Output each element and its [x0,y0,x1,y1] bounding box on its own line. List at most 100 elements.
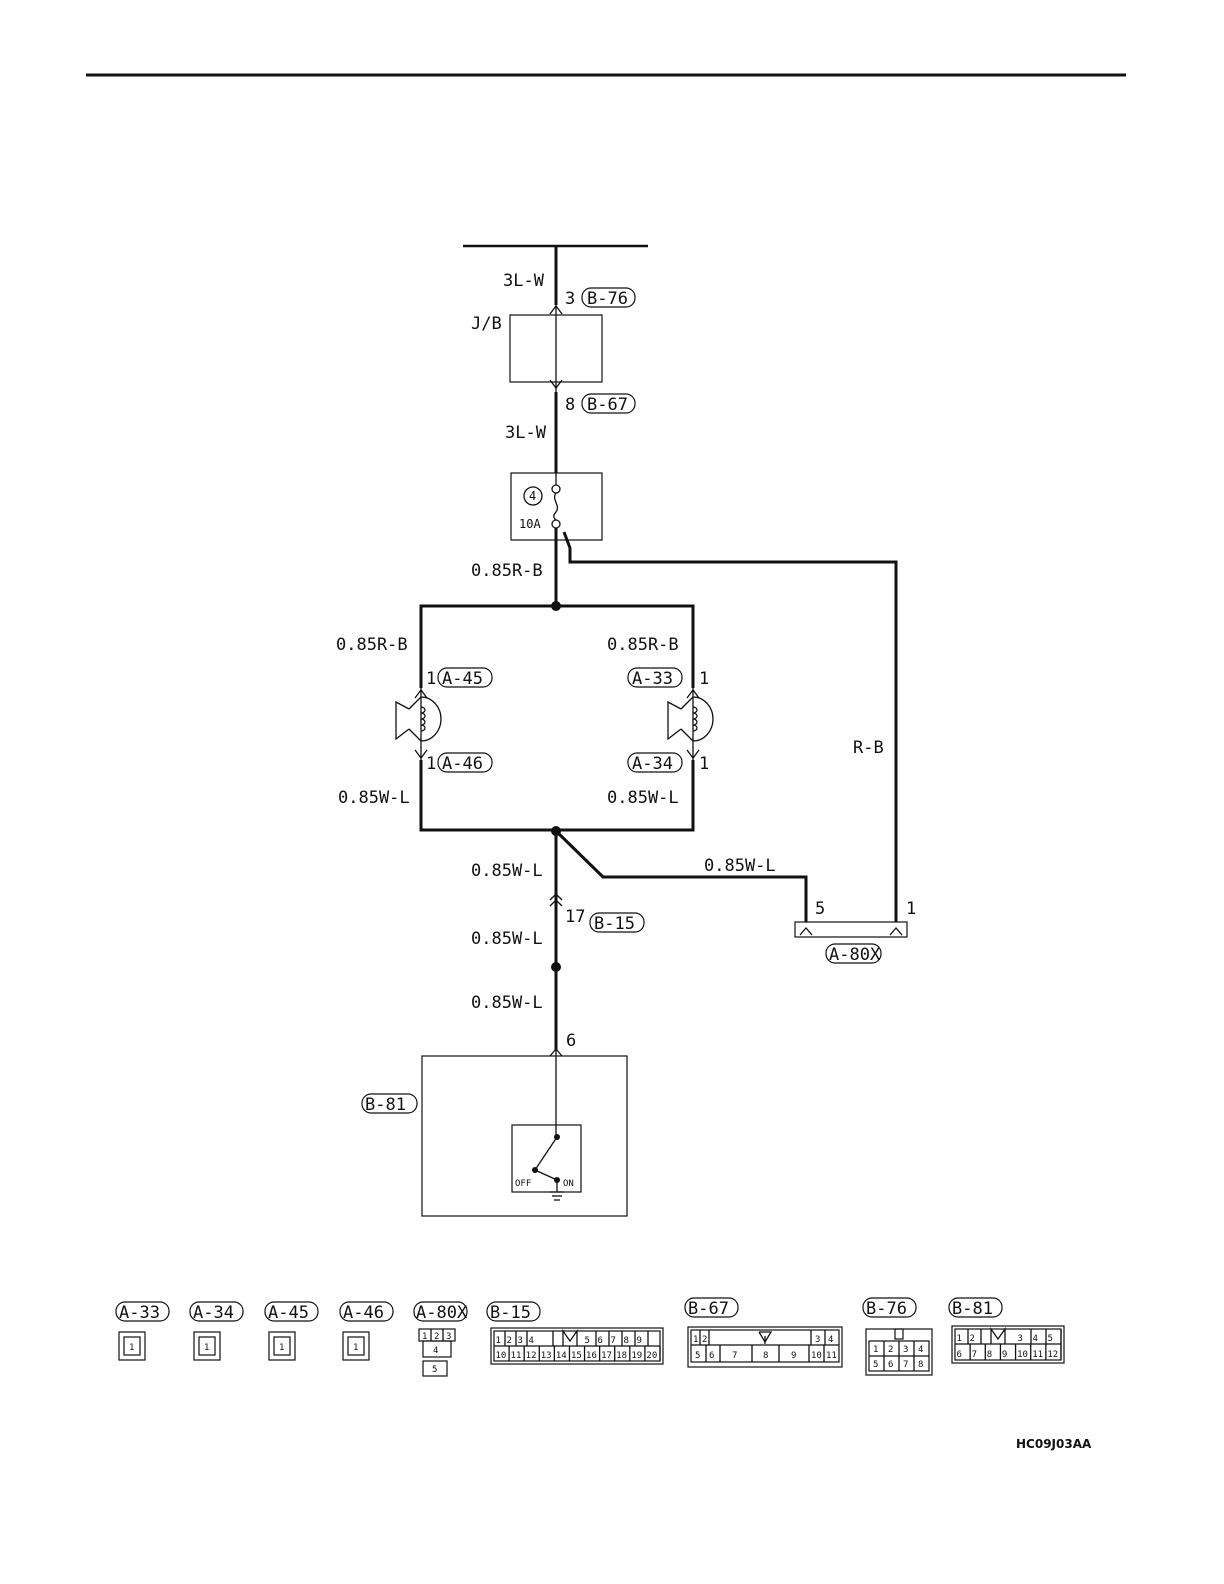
svg-text:5: 5 [695,1351,700,1361]
svg-text:A-33: A-33 [119,1303,160,1323]
svg-text:11: 11 [826,1351,837,1361]
b15-bottom-pin: 12 [526,1351,537,1361]
svg-text:A-34: A-34 [193,1303,234,1323]
svg-text:1: 1 [129,1343,134,1353]
svg-text:2: 2 [702,1335,707,1345]
b81-top-pin: 1 [957,1334,962,1344]
b81-bottom-pin: 6 [957,1350,962,1360]
pin-a80x-right: 1 [906,899,916,919]
b15-bottom-pin: 19 [631,1351,642,1361]
svg-text:9: 9 [791,1351,796,1361]
jb-arrow-bottom [549,379,563,390]
svg-text:B-15: B-15 [594,914,635,934]
b15-bottom-pin: 15 [571,1351,582,1361]
wire-label-085wl-left: 0.85W-L [338,788,410,808]
connector-tag-b15: B-15 [589,912,645,934]
legend-a45: A-45 1 [264,1301,319,1361]
a80x-terminal-right [889,927,903,936]
b81-top-pin: 4 [1033,1334,1038,1344]
svg-text:B-76: B-76 [587,289,628,309]
switch-off-label: OFF [515,1179,531,1189]
horn-left [395,688,442,760]
svg-text:2: 2 [434,1332,439,1342]
b15-top-pin: 8 [624,1336,629,1346]
svg-text:A-33: A-33 [632,669,673,689]
b81-bottom-pin: 10 [1017,1350,1028,1360]
wire-label-rb: R-B [853,738,884,758]
splice-lower [551,962,561,972]
b81-top-pin: 3 [1018,1334,1023,1344]
wire-label-085wl-right: 0.85W-L [607,788,679,808]
svg-text:A-45: A-45 [268,1303,309,1323]
pin-b15: 17 [565,907,585,927]
svg-text:1: 1 [204,1343,209,1353]
b15-terminal-arrow-b [549,899,563,907]
svg-text:5: 5 [432,1365,437,1375]
figure-code: HC09J03AA [1016,1437,1092,1451]
svg-text:4: 4 [433,1346,438,1356]
wire-rb-branch [562,531,898,922]
svg-text:7: 7 [903,1360,908,1370]
svg-text:1: 1 [693,1335,698,1345]
legend-a46: A-46 1 [339,1301,394,1361]
svg-text:B-67: B-67 [688,1299,729,1319]
connector-tag-b81: B-81 [361,1093,418,1115]
connector-tag-a33: A-33 [627,667,683,689]
svg-text:A-80X: A-80X [829,945,881,965]
svg-text:A-34: A-34 [632,754,673,774]
legend-a80x: A-80X 1 2 3 4 5 [413,1301,468,1377]
svg-text:8: 8 [763,1351,768,1361]
svg-text:4: 4 [918,1345,923,1355]
b81-bottom-pin: 9 [1002,1350,1007,1360]
b15-bottom-pin: 13 [541,1351,552,1361]
switch-box [511,1124,582,1193]
b81-bottom-pin: 7 [972,1350,977,1360]
fuse-rating: 10A [519,517,541,531]
connector-tag-a80x: A-80X [825,943,882,965]
wire-label-3lw-top: 3L-W [503,271,545,291]
b15-bottom-pin: 18 [616,1351,627,1361]
b15-top-pin: 9 [637,1336,642,1346]
pin-b81: 6 [566,1031,576,1051]
svg-text:7: 7 [732,1351,737,1361]
svg-text:2: 2 [888,1345,893,1355]
svg-text:A-46: A-46 [442,754,483,774]
svg-text:6: 6 [888,1360,893,1370]
svg-text:B-15: B-15 [490,1303,531,1323]
svg-text:3: 3 [815,1335,820,1345]
svg-text:1: 1 [353,1343,358,1353]
svg-text:1: 1 [873,1345,878,1355]
b15-top-pin: 4 [529,1336,534,1346]
pin-b76: 3 [565,289,575,309]
svg-text:A-46: A-46 [343,1303,384,1323]
legend-a34: A-34 1 [189,1301,244,1361]
jb-arrow-top [549,304,563,315]
b15-bottom-pin: 10 [496,1351,507,1361]
b15-bottom-pin: 16 [586,1351,597,1361]
connector-tag-b67: B-67 [581,393,636,415]
svg-text:B-67: B-67 [587,395,628,415]
b81-bottom-pin: 8 [987,1350,992,1360]
fuse-element [551,473,561,529]
svg-text:1: 1 [279,1343,284,1353]
switch-contact [532,1134,560,1183]
svg-text:6: 6 [709,1351,714,1361]
b15-top-pin: 1 [496,1336,501,1346]
svg-text:10: 10 [811,1351,822,1361]
fuse-number-circle [523,486,543,506]
junction-block-label: J/B [471,314,502,334]
b15-bottom-pin: 20 [646,1351,657,1361]
pin-a45: 1 [426,669,436,689]
horn-right [667,688,714,760]
switch-on-label: ON [563,1179,574,1189]
b81-top-pin: 5 [1048,1334,1053,1344]
connector-a80x [794,921,908,938]
b15-top-pin: 6 [598,1336,603,1346]
svg-text:5: 5 [873,1360,878,1370]
b81-terminal-arrow [549,1048,563,1057]
svg-text:B-81: B-81 [952,1299,993,1319]
svg-text:A-45: A-45 [442,669,483,689]
